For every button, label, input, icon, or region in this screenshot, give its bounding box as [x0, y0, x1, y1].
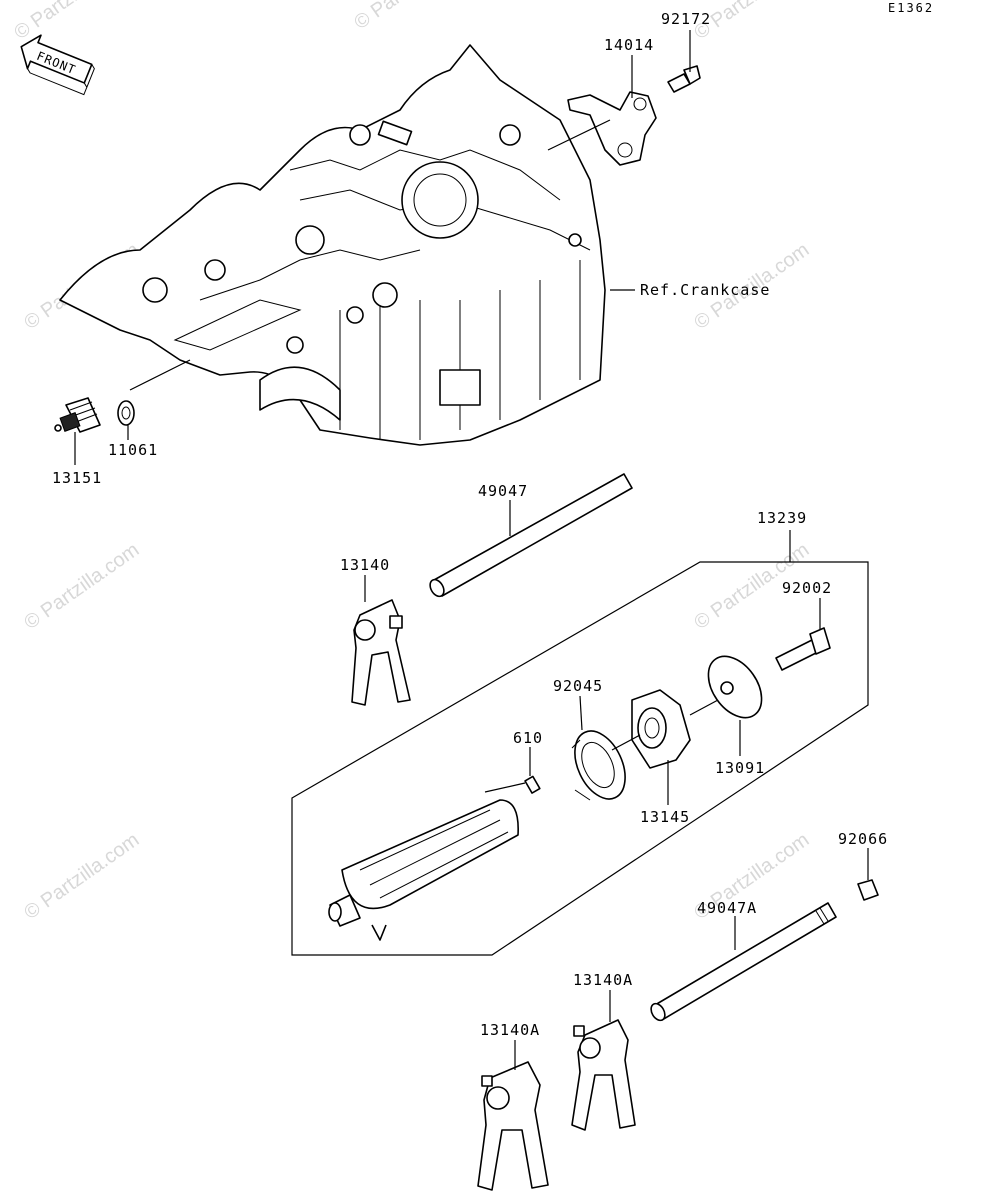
- label-92066[interactable]: 92066: [838, 830, 888, 848]
- label-610[interactable]: 610: [513, 729, 543, 747]
- watermark: © Partzilla.com: [10, 0, 133, 44]
- label-49047[interactable]: 49047: [478, 482, 528, 500]
- label-14014[interactable]: 14014: [604, 36, 654, 54]
- watermark: © Partzilla.com: [20, 539, 143, 634]
- label-13151[interactable]: 13151: [52, 469, 102, 487]
- diagram-code: E1362: [888, 1, 934, 15]
- crankcase-drawing: [59, 44, 606, 446]
- part-13140A-left-fork[interactable]: [477, 1061, 549, 1191]
- part-13145-cam[interactable]: [631, 689, 691, 769]
- label-13239[interactable]: 13239: [757, 509, 807, 527]
- label-13145[interactable]: 13145: [640, 808, 690, 826]
- part-49047-shaft[interactable]: [427, 473, 633, 599]
- label-13140[interactable]: 13140: [340, 556, 390, 574]
- part-13140A-right-fork[interactable]: [571, 1019, 636, 1131]
- label-92002[interactable]: 92002: [782, 579, 832, 597]
- part-92066-cap[interactable]: [857, 879, 879, 901]
- label-13140A-left[interactable]: 13140A: [480, 1021, 540, 1039]
- part-13091-plate[interactable]: [697, 647, 772, 728]
- watermark: © Partzilla.com: [350, 0, 473, 34]
- label-11061[interactable]: 11061: [108, 441, 158, 459]
- assembly-box-13239: [291, 561, 869, 956]
- shift-drum: [328, 799, 519, 941]
- part-610-pin[interactable]: [524, 775, 541, 794]
- label-13091[interactable]: 13091: [715, 759, 765, 777]
- part-labels: 92172 14014 Ref.Crankcase 13151 11061 49…: [52, 10, 888, 1039]
- part-49047A-shaft[interactable]: [648, 902, 837, 1023]
- part-11061-washer[interactable]: [117, 400, 135, 426]
- part-13140-fork[interactable]: [351, 599, 411, 706]
- ref-crankcase-label: Ref.Crankcase: [640, 281, 770, 299]
- watermark: © Partzilla.com: [20, 829, 143, 924]
- part-92172-screw[interactable]: [667, 65, 701, 93]
- part-14014-plate[interactable]: [567, 91, 657, 166]
- label-92172[interactable]: 92172: [661, 10, 711, 28]
- label-49047A[interactable]: 49047A: [697, 899, 757, 917]
- label-13140A-right[interactable]: 13140A: [573, 971, 633, 989]
- leader-lines: [74, 30, 869, 1070]
- part-92002-bolt[interactable]: [775, 627, 831, 671]
- part-92045-bearing[interactable]: [565, 723, 635, 807]
- part-13151-switch[interactable]: [54, 397, 101, 433]
- label-92045[interactable]: 92045: [553, 677, 603, 695]
